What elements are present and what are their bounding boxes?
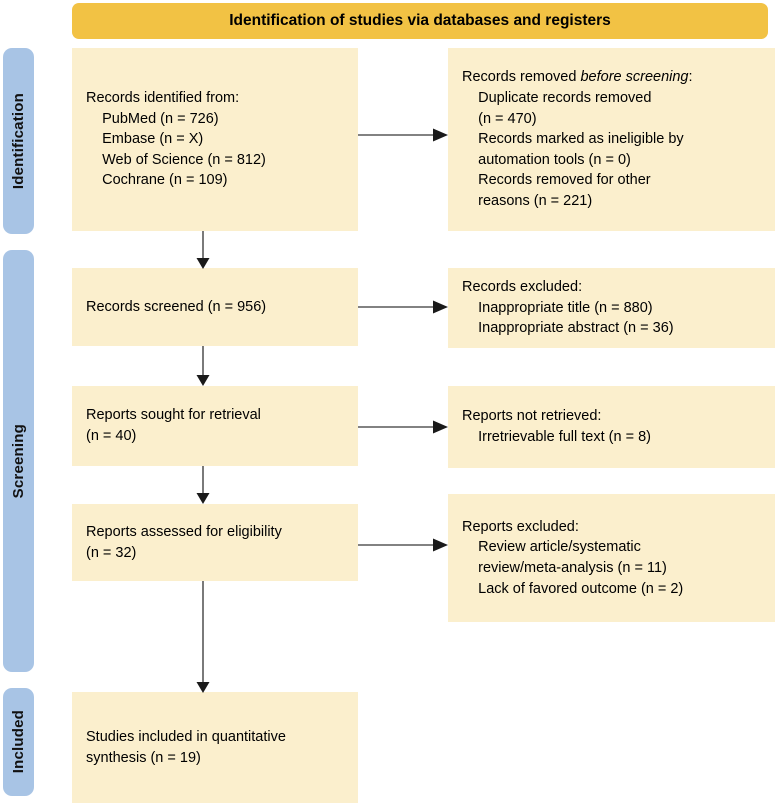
connector-sought-to-assessed (196, 466, 210, 504)
box-reports-assessed: Reports assessed for eligibility (n = 32… (72, 504, 358, 581)
connector-identified-to-removed (358, 128, 448, 142)
diagram-title: Identification of studies via databases … (229, 12, 611, 29)
box-reports-not-retrieved: Reports not retrieved: Irretrievable ful… (448, 386, 775, 468)
phase-label-included: Included (10, 710, 27, 774)
box-reports-excluded: Reports excluded: Review article/systema… (448, 494, 775, 622)
phase-bar-identification: Identification (3, 48, 34, 234)
reports-assessed-text: Reports assessed for eligibility (n = 32… (86, 523, 282, 561)
records-removed-heading-plain: Records removed (462, 69, 581, 86)
box-studies-included: Studies included in quantitative synthes… (72, 692, 358, 803)
connector-screened-to-excluded (358, 300, 448, 314)
connector-sought-to-not-retrieved (358, 420, 448, 434)
connector-assessed-to-excluded (358, 538, 448, 552)
diagram-title-banner: Identification of studies via databases … (72, 3, 768, 39)
box-reports-sought: Reports sought for retrieval (n = 40) (72, 386, 358, 466)
reports-excluded-text: Reports excluded: Review article/systema… (462, 518, 684, 597)
records-excluded-text: Records excluded: Inappropriate title (n… (462, 279, 674, 337)
phase-bar-screening: Screening (3, 250, 34, 672)
box-records-removed: Records removed before screening: Duplic… (448, 48, 775, 231)
connector-identified-to-screened (196, 231, 210, 269)
box-records-excluded: Records excluded: Inappropriate title (n… (448, 268, 775, 348)
studies-included-text: Studies included in quantitative synthes… (86, 728, 286, 766)
box-records-identified: Records identified from: PubMed (n = 726… (72, 48, 358, 231)
phase-bar-included: Included (3, 688, 34, 796)
phase-label-identification: Identification (10, 92, 27, 190)
records-identified-text: Records identified from: PubMed (n = 726… (86, 90, 266, 189)
box-records-screened: Records screened (n = 956) (72, 268, 358, 346)
reports-not-retrieved-text: Reports not retrieved: Irretrievable ful… (462, 408, 651, 445)
records-removed-heading-italic: before screening (580, 69, 689, 86)
connector-assessed-to-included (196, 581, 210, 693)
records-removed-heading-suffix: : (688, 69, 693, 86)
records-removed-text: Records removed before screening: Duplic… (462, 67, 693, 211)
records-removed-body: Duplicate records removed (n = 470) Reco… (478, 90, 684, 209)
phase-label-screening: Screening (10, 423, 27, 499)
connector-screened-to-sought (196, 346, 210, 386)
reports-sought-text: Reports sought for retrieval (n = 40) (86, 407, 261, 444)
records-screened-text: Records screened (n = 956) (86, 298, 267, 315)
